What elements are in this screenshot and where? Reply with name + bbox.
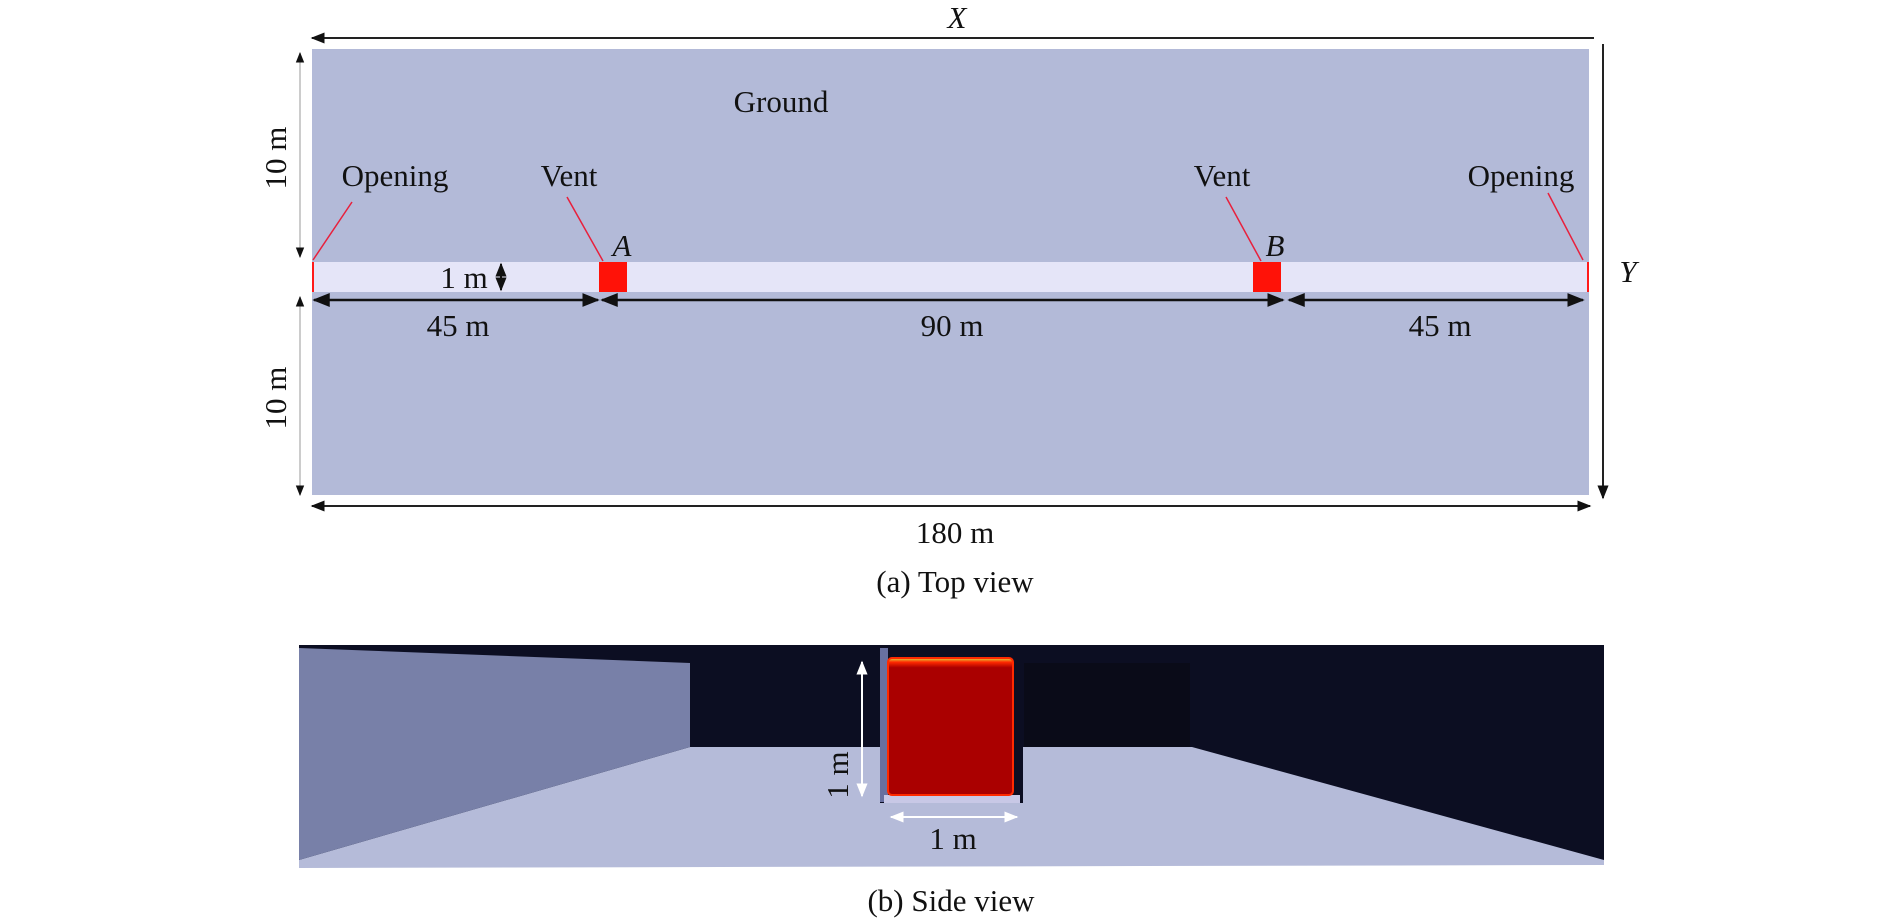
vent-a-marker: A: [611, 228, 633, 263]
vent-width-label: 1 m: [929, 821, 976, 856]
opening-right-leader: [1547, 192, 1584, 261]
opening-right-label: Opening: [1468, 158, 1575, 193]
vent-b: [1253, 262, 1281, 292]
tunnel-width-label: 1 m: [440, 260, 487, 295]
vent-frame-bottom: [884, 795, 1020, 803]
y-axis-label: Y: [1619, 254, 1639, 289]
segment-left-label: 45 m: [427, 308, 490, 343]
vent-height-label: 1 m: [820, 751, 855, 798]
opening-left: [312, 262, 314, 292]
vent-b-leader: [1225, 196, 1262, 262]
opening-right: [1587, 262, 1589, 292]
vent-b-marker: B: [1266, 228, 1285, 263]
ground-bottom-label: 10 m: [258, 367, 293, 430]
back-panel: [1024, 663, 1190, 747]
tunnel-strip: [312, 262, 1589, 292]
opening-left-label: Opening: [342, 158, 449, 193]
vent-b-label: Vent: [1194, 158, 1251, 193]
vent-side: [887, 657, 1014, 796]
vent-a: [599, 262, 627, 292]
side-view-caption: (b) Side view: [867, 883, 1035, 918]
vent-a-label: Vent: [541, 158, 598, 193]
vent-frame-left: [880, 648, 888, 802]
vent-a-leader: [566, 196, 604, 262]
ground-label: Ground: [734, 84, 829, 119]
segment-right-label: 45 m: [1409, 308, 1472, 343]
top-view-caption: (a) Top view: [876, 564, 1034, 599]
opening-left-leader: [312, 201, 353, 261]
tunnel-left-wall: [299, 648, 690, 860]
tunnel-floor: [299, 747, 1604, 868]
side-view: 1 m 1 m (b) Side view: [299, 645, 1604, 918]
segment-middle-label: 90 m: [921, 308, 984, 343]
ground-top-label: 10 m: [258, 127, 293, 190]
top-view: X Y Ground Opening Vent Vent Opening A B…: [258, 0, 1639, 599]
total-length-label: 180 m: [916, 515, 994, 550]
x-axis-label: X: [946, 0, 968, 35]
